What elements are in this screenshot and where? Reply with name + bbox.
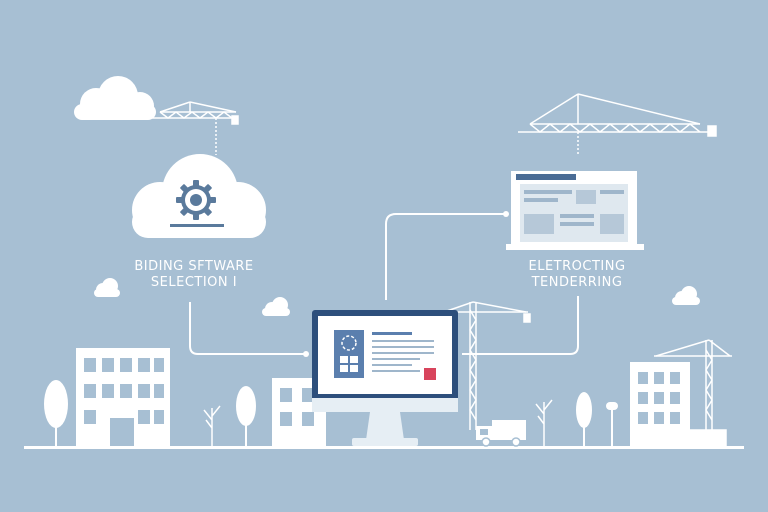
computer-monitor-icon <box>312 310 458 446</box>
connector-dot <box>303 351 309 357</box>
tree-icon <box>44 380 592 446</box>
connector-line <box>385 213 504 300</box>
tree-icon <box>203 399 553 446</box>
crane-icon <box>518 93 717 154</box>
bidding-software-line2: SELECTION I <box>150 275 238 290</box>
crane-icon <box>654 339 732 447</box>
ground-line <box>24 446 744 449</box>
document-window-icon <box>506 171 644 250</box>
connector-line <box>189 302 304 355</box>
connector-line <box>462 296 579 355</box>
cloud-icon <box>262 297 290 316</box>
connector-dot <box>503 211 509 217</box>
bidding-software-label: BIDING SFTWARE SELECTION I <box>126 259 262 291</box>
crane-icon <box>152 101 239 155</box>
bidding-software-line1: BIDING SFTWARE <box>134 259 254 274</box>
building-icon <box>76 348 170 446</box>
cloud-bar <box>170 224 224 227</box>
building-icon <box>630 362 690 446</box>
tendering-line2: TENDERRING <box>531 275 623 290</box>
cloud-icon <box>132 154 266 238</box>
cloud-icon <box>672 286 700 305</box>
tendering-label: ELETROCTING TENDERRING <box>512 259 642 291</box>
truck-icon <box>476 420 526 447</box>
gear-icon <box>176 180 216 220</box>
cloud-icon <box>74 76 156 120</box>
cloud-icon <box>94 278 120 297</box>
lamp-post-icon <box>606 402 618 446</box>
tendering-line1: ELETROCTING <box>528 259 626 274</box>
